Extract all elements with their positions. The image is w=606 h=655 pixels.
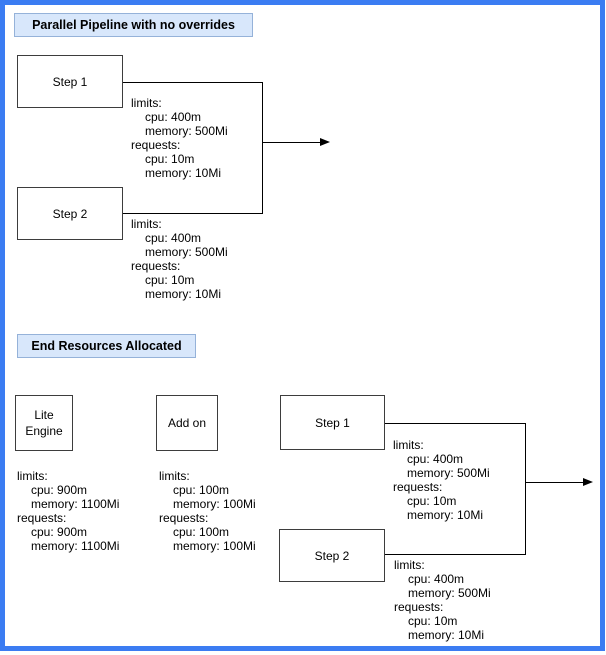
flow-arrow-top-line [263,142,321,144]
resource-line: requests: [17,511,67,525]
resource-line: limits: [393,438,424,452]
resource-line: memory: 100Mi [173,539,256,553]
connector-step2-top [123,213,262,215]
resource-line: cpu: 400m [145,231,202,245]
resource-line: cpu: 400m [407,452,464,466]
resource-line: requests: [159,511,209,525]
flow-arrow-bottom-line [526,482,583,484]
connector-step1-top [123,82,262,84]
resource-line: memory: 10Mi [145,287,222,301]
resource-line: memory: 500Mi [408,586,491,600]
resource-line: cpu: 100m [173,525,230,539]
resource-line: limits: [17,469,48,483]
resource-line: requests: [131,138,181,152]
end-step2-node: Step 2 [279,529,385,582]
resource-line: memory: 500Mi [145,245,228,259]
end-step1-node: Step 1 [280,395,385,450]
resource-line: memory: 10Mi [407,508,484,522]
resource-line: memory: 100Mi [173,497,256,511]
arrowhead-right-icon [583,478,593,486]
resource-line: cpu: 10m [145,273,195,287]
resource-line: requests: [393,480,443,494]
resource-line: cpu: 10m [407,494,457,508]
resource-line: limits: [131,217,162,231]
resource-line: cpu: 10m [145,152,195,166]
resource-line: requests: [394,600,444,614]
pipeline-step2-node: Step 2 [17,187,123,240]
lite-engine-node: Lite Engine [15,395,73,451]
connector-step2-bottom [385,554,525,556]
resource-line: memory: 500Mi [145,124,228,138]
add-on-node: Add on [156,395,218,451]
connector-merge-bottom [525,423,527,555]
resource-line: requests: [131,259,181,273]
resource-line: cpu: 100m [173,483,230,497]
section-title-parallel-pipeline: Parallel Pipeline with no overrides [14,13,253,37]
resource-line: cpu: 400m [145,110,202,124]
section-title-end-resources: End Resources Allocated [17,334,196,358]
resource-line: limits: [131,96,162,110]
resource-line: limits: [159,469,190,483]
arrowhead-right-icon [320,138,330,146]
resource-line: cpu: 900m [31,525,88,539]
resource-line: memory: 10Mi [145,166,222,180]
resource-line: limits: [394,558,425,572]
resource-line: memory: 10Mi [408,628,485,642]
resource-line: cpu: 900m [31,483,88,497]
pipeline-step1-node: Step 1 [17,55,123,108]
resource-line: memory: 500Mi [407,466,490,480]
resource-line: memory: 1100Mi [31,539,120,553]
resource-line: memory: 1100Mi [31,497,120,511]
resource-line: cpu: 10m [408,614,458,628]
connector-step1-bottom [385,423,525,425]
resource-line: cpu: 400m [408,572,465,586]
connector-merge-top [262,82,264,214]
